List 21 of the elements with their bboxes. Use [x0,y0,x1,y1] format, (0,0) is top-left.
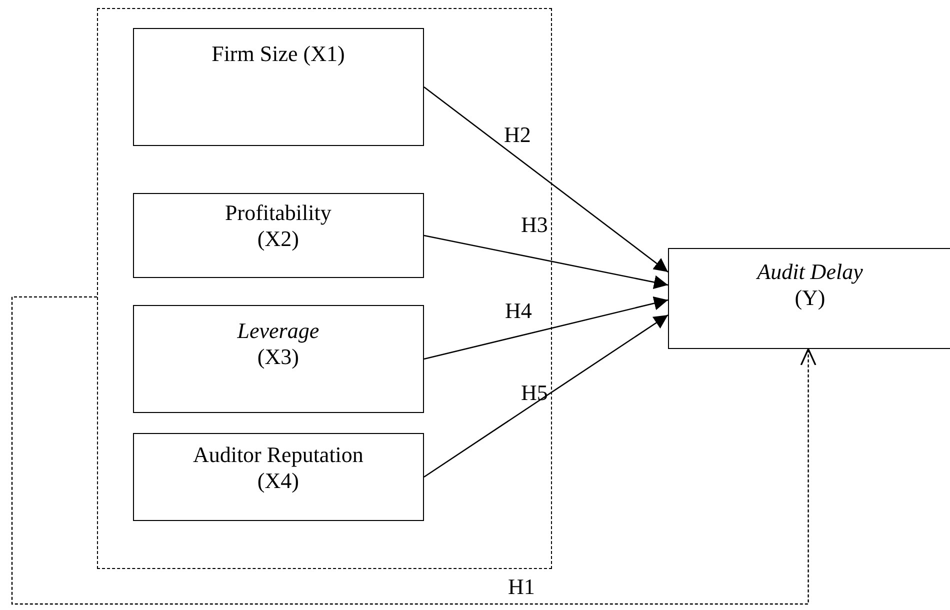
edge-label: H4 [505,298,532,324]
variable-box [132,192,424,278]
variable-box [132,432,424,521]
variable-box [132,28,424,146]
variable-box [132,304,424,413]
edge-label: H5 [521,380,548,406]
edge-label: H2 [504,122,531,148]
edge-label: H1 [508,574,535,600]
variable-box [668,248,950,349]
group-box [97,8,552,569]
arrow [424,86,668,273]
variable-name: Profitability (X2) [224,200,332,252]
variable-name: Auditor Reputation (X4) [192,442,364,494]
edge-label: H3 [521,212,548,238]
arrow [424,296,668,360]
variable-name: Firm Size (X1) [210,40,346,68]
dashed-arrow [11,296,816,605]
arrow [424,314,668,478]
variable-name: Leverage (X3) [236,318,320,370]
variable-name: Audit Delay (Y) [755,259,864,312]
arrow [424,234,668,290]
